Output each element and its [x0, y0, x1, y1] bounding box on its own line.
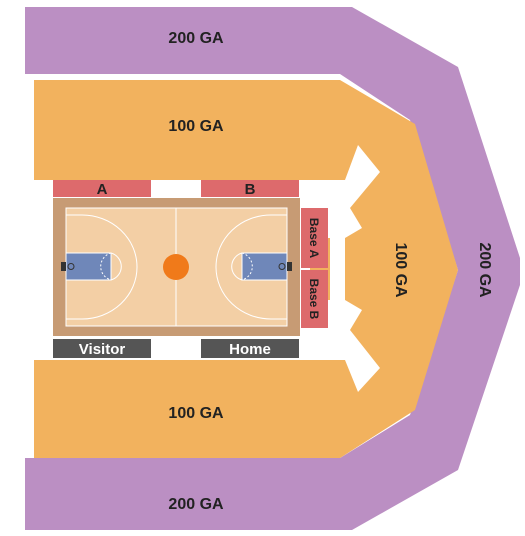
label-200-ga-right: 200 GA — [476, 242, 493, 298]
label-section-b: B — [245, 181, 256, 198]
ball-icon — [163, 254, 189, 280]
label-100-ga-top: 100 GA — [168, 118, 224, 135]
section-a[interactable] — [53, 180, 151, 197]
free-throw-arc-left-dashed — [100, 252, 112, 281]
section-200-ga-upper[interactable] — [25, 7, 520, 530]
label-visitor: Visitor — [79, 341, 126, 358]
section-base-b[interactable] — [301, 270, 328, 328]
tunnel-right — [330, 238, 345, 300]
label-home: Home — [229, 341, 271, 358]
three-point-arc-right — [215, 214, 287, 320]
section-home[interactable] — [201, 339, 299, 358]
free-throw-arc-right — [231, 252, 243, 281]
label-base-b: Base B — [307, 279, 321, 320]
three-point-arc-left — [66, 214, 138, 320]
label-100-ga-right: 100 GA — [392, 242, 409, 298]
label-base-a: Base A — [307, 218, 321, 259]
free-throw-arc-left — [110, 252, 122, 281]
section-base-a[interactable] — [301, 208, 328, 268]
label-200-ga-top: 200 GA — [168, 30, 224, 47]
free-throw-arc-right-dashed — [241, 252, 253, 281]
label-100-ga-bottom: 100 GA — [168, 405, 224, 422]
hoop-icon — [278, 262, 292, 271]
section-b[interactable] — [201, 180, 299, 197]
section-visitor[interactable] — [53, 339, 151, 358]
label-200-ga-bottom: 200 GA — [168, 496, 224, 513]
label-section-a: A — [97, 181, 108, 198]
hoop-icon — [61, 262, 75, 271]
